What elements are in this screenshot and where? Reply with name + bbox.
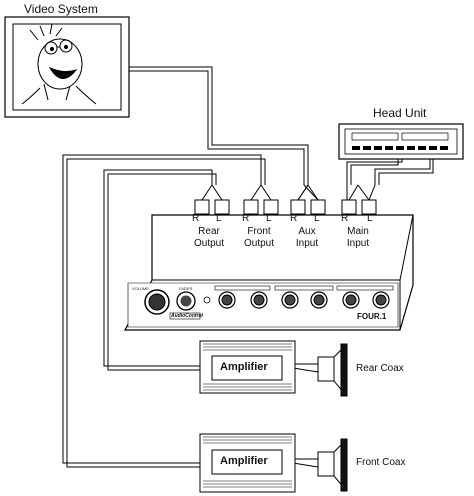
volume-knob: [144, 289, 170, 315]
head-unit: [338, 123, 464, 160]
front-amplifier: [199, 433, 296, 493]
port-label: L: [266, 213, 272, 224]
video-system-monitor: [4, 16, 130, 118]
volume-label: VOLUME: [132, 286, 149, 291]
video-system-label: Video System: [24, 2, 98, 16]
port-label: L: [367, 213, 373, 224]
rear-speaker-icon: [317, 343, 348, 397]
model-label: FOUR.1: [357, 312, 387, 321]
port-label: R: [341, 213, 349, 224]
port-label: R: [290, 213, 298, 224]
audio-processor: [123, 214, 414, 331]
port-label: L: [216, 213, 222, 224]
front-amplifier-label: Amplifier: [220, 455, 268, 467]
port-label: L: [314, 213, 320, 224]
cables: [62, 66, 434, 468]
control-knobs: [218, 291, 390, 309]
front-coax-label: Front Coax: [356, 457, 406, 468]
fader-knob: [176, 291, 196, 311]
fader-label: FADER: [179, 286, 193, 291]
front-speaker-icon: [317, 438, 348, 492]
port-label: R: [242, 213, 250, 224]
brand-logo: AudioControl: [171, 313, 203, 319]
rear-coax-label: Rear Coax: [356, 363, 404, 374]
port-label: R: [192, 213, 200, 224]
cartoon-face-icon: [21, 23, 97, 105]
rear-amplifier: [199, 340, 296, 394]
rca-jacks: [194, 199, 377, 215]
rear-amplifier-label: Amplifier: [220, 361, 268, 373]
head-unit-label: Head Unit: [373, 106, 427, 120]
